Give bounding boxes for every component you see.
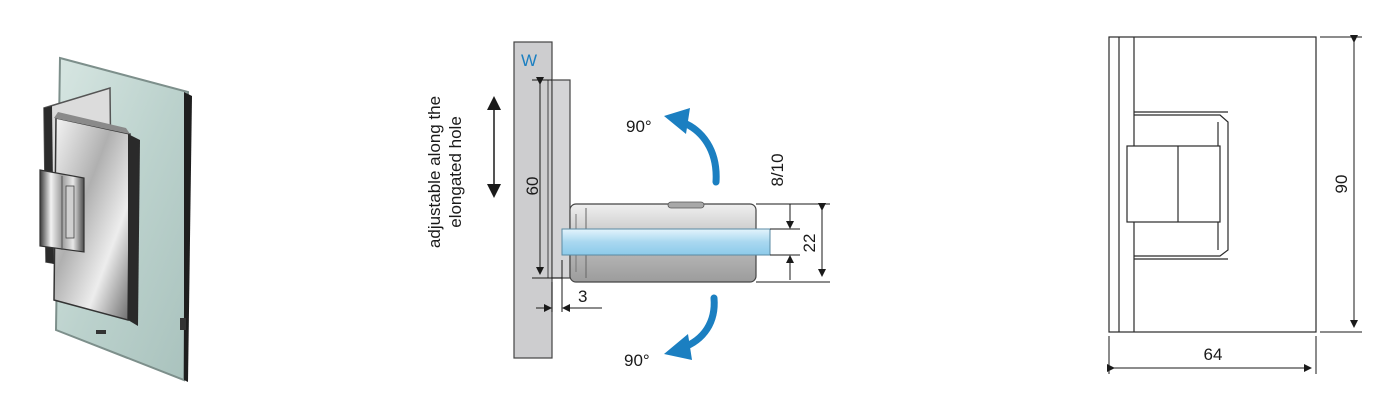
hinge-outline bbox=[1108, 36, 1317, 333]
front-width-label: 64 bbox=[1204, 345, 1223, 364]
dimension-glass-thickness bbox=[770, 204, 800, 280]
clamp-plate bbox=[53, 112, 140, 326]
rotation-top-label: 90° bbox=[626, 117, 652, 136]
adjust-note-line1: adjustable along the bbox=[425, 96, 444, 248]
adjust-arrow-icon bbox=[487, 96, 501, 198]
rotation-arrow-up-icon bbox=[664, 108, 720, 186]
dimension-height-60 bbox=[532, 77, 562, 279]
product-photo bbox=[0, 0, 260, 408]
dimension-glass-label: 8/10 bbox=[768, 153, 787, 186]
dimension-depth-label: 22 bbox=[800, 234, 819, 253]
rotation-arrow-down-icon bbox=[664, 294, 718, 360]
front-view-drawing: 90 64 bbox=[1080, 0, 1400, 408]
hinge-knuckle bbox=[39, 169, 85, 253]
wall-label: W bbox=[521, 51, 537, 70]
dimension-height-label: 60 bbox=[523, 177, 542, 196]
wall bbox=[513, 41, 553, 359]
side-view-drawing: W 60 adjustable along bbox=[380, 0, 900, 408]
dimension-depth-22 bbox=[756, 203, 830, 283]
dimension-height-90 bbox=[1320, 35, 1362, 333]
front-height-label: 90 bbox=[1332, 175, 1351, 194]
rotation-bottom-label: 90° bbox=[624, 351, 650, 370]
dimension-gap-label: 3 bbox=[578, 287, 587, 306]
adjust-note-line2: elongated hole bbox=[446, 116, 465, 228]
glass-panel bbox=[561, 228, 771, 256]
screw-icon bbox=[96, 318, 186, 334]
dimension-gap-3 bbox=[536, 260, 602, 312]
dimension-width-64 bbox=[1107, 336, 1317, 374]
